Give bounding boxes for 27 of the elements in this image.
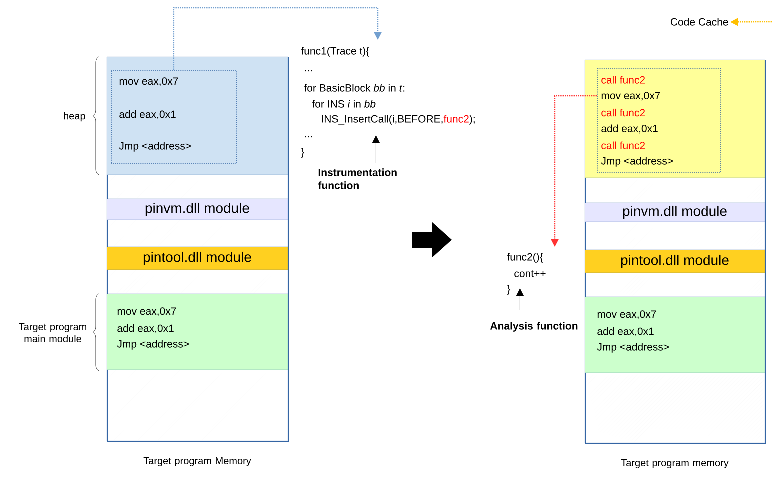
region-label: heap	[64, 112, 86, 122]
arrow	[516, 288, 524, 310]
module-band: pinvm.dll module	[107, 199, 288, 220]
hatched-area	[584, 222, 766, 250]
code-block: mov eax,0x7 add eax,0x1 Jmp <address>	[111, 70, 237, 164]
module-band: pintool.dll module	[107, 247, 288, 270]
code-block: call func2 mov eax,0x7 call func2 add eax,0x1 call func2 Jmp <address>	[597, 68, 721, 173]
hatched-area	[106, 370, 288, 442]
function-label: Instrumentation function	[318, 168, 397, 190]
module-band: pinvm.dll module	[585, 203, 766, 222]
arrow	[173, 7, 382, 70]
hatched-area	[584, 372, 766, 444]
region-label: Target program main module	[19, 324, 86, 342]
main-module-region: mov eax,0x7 add eax,0x1 Jmp <address>	[107, 294, 288, 370]
node-label: Target program Memory	[144, 458, 252, 466]
heap-region	[107, 57, 288, 176]
arrow	[372, 136, 380, 164]
cache-label: Code Cache	[670, 18, 728, 26]
main-module-region: mov eax,0x7 add eax,0x1 Jmp <address>	[585, 297, 766, 374]
code-listing: func2(){ cont++ }	[507, 253, 546, 295]
node-label: Target program memory	[621, 460, 729, 468]
code-cache-region	[585, 60, 766, 178]
code-listing: func1(Trace t){ ... for BasicBlock bb in t: for INS i in bb INS_InsertCall(i,BEFORE,func2); ... }	[301, 47, 475, 158]
hatched-area	[106, 220, 288, 248]
function-label: Analysis function	[490, 322, 578, 332]
hatched-area	[584, 178, 766, 204]
module-band: pintool.dll module	[585, 250, 766, 274]
